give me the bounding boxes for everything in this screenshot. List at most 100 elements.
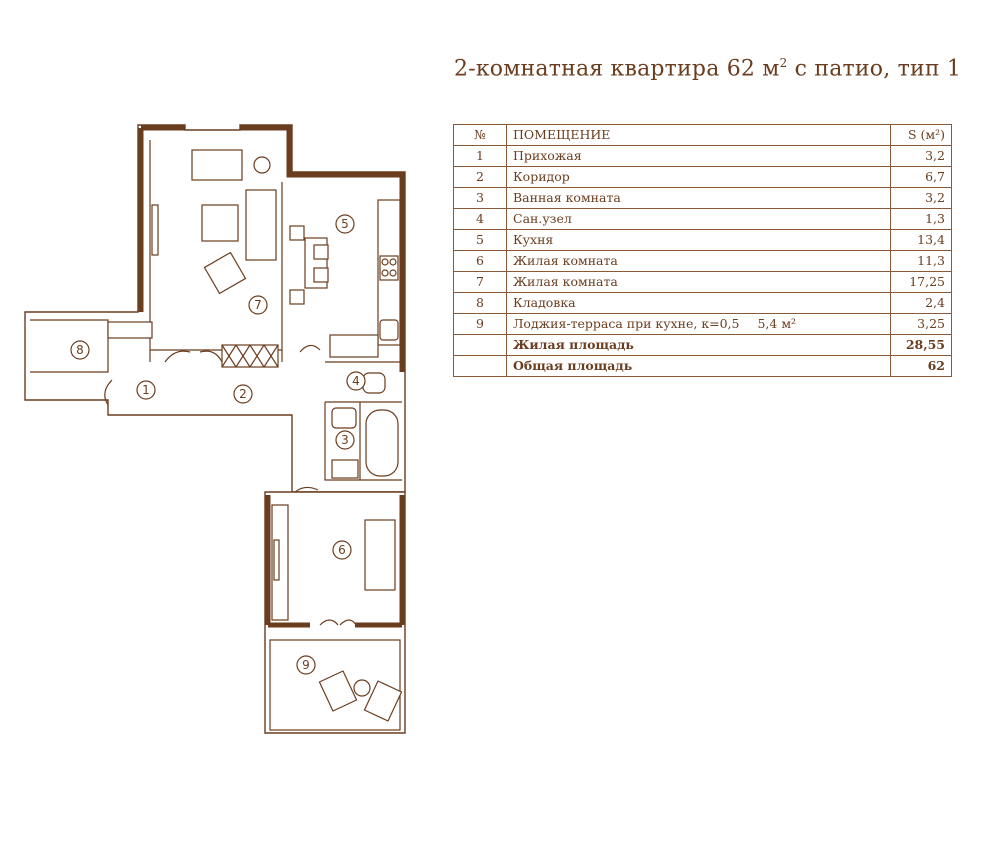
- row-name-text: Лоджия-терраса при кухне, к=0,5: [513, 316, 740, 331]
- title-text: 2-комнатная квартира 62 м: [454, 56, 780, 82]
- total-area: 28,55: [890, 334, 952, 356]
- toilet: [362, 372, 386, 394]
- table-row: 8 Кладовка 2,4: [453, 292, 952, 314]
- armchair-sofa: [191, 149, 243, 181]
- room-label-circle: [70, 340, 90, 360]
- room-label-5: 5: [335, 214, 355, 234]
- room-label-text: 5: [341, 217, 349, 231]
- total-row: Общая площадь 62: [453, 355, 952, 377]
- armchair: [203, 251, 247, 295]
- tv-unit: [151, 204, 159, 256]
- room-label-circle: [335, 214, 355, 234]
- room-label-circle: [296, 655, 316, 675]
- stove-burner: [389, 269, 397, 277]
- total-row: Жилая площадь 28,55: [453, 334, 952, 356]
- row-num: 2: [453, 166, 507, 188]
- room-label-3: 3: [335, 430, 355, 450]
- row-num: 3: [453, 187, 507, 209]
- row-extra-area: 5,4 м²: [757, 316, 797, 331]
- chair: [289, 225, 305, 241]
- total-name: Жилая площадь: [506, 334, 891, 356]
- room-label-circle: [335, 430, 355, 450]
- inner-walls: [30, 140, 402, 481]
- total-area: 62: [890, 355, 952, 377]
- table-header-row: № ПОМЕЩЕНИЕ S (м²): [453, 124, 952, 146]
- room-label-text: 1: [142, 383, 150, 397]
- stove-burner: [381, 269, 389, 277]
- room-label-6: 6: [332, 540, 352, 560]
- outer-wall-thick: [138, 125, 405, 372]
- rooms-table: № ПОМЕЩЕНИЕ S (м²) 1 Прихожая 3,2 2 Кори…: [453, 124, 952, 377]
- table-row: 6 Жилая комната 11,3: [453, 250, 952, 272]
- room-label-circle: [332, 540, 352, 560]
- row-area: 3,25: [890, 313, 952, 335]
- row-area: 13,4: [890, 229, 952, 251]
- table-row: 4 Сан.узел 1,3: [453, 208, 952, 230]
- table-row: 3 Ванная комната 3,2: [453, 187, 952, 209]
- room-label-text: 8: [76, 343, 84, 357]
- row-name: Кладовка: [506, 292, 891, 314]
- table-row: 7 Жилая комната 17,25: [453, 271, 952, 293]
- table-row: 2 Коридор 6,7: [453, 166, 952, 188]
- title-rest: с патио, тип 1: [787, 56, 962, 82]
- washing-machine: [331, 459, 359, 479]
- row-area: 6,7: [890, 166, 952, 188]
- total-num: [453, 334, 507, 356]
- row-num: 7: [453, 271, 507, 293]
- kitchen-sink: [379, 319, 399, 341]
- room-label-text: 4: [352, 374, 360, 388]
- chair: [313, 267, 329, 283]
- room-label-circle: [248, 295, 268, 315]
- sofa: [245, 189, 277, 261]
- header-name: ПОМЕЩЕНИЕ: [506, 124, 891, 146]
- bedroom-wall-thick: [265, 495, 405, 628]
- row-name: Лоджия-терраса при кухне, к=0,5 5,4 м²: [506, 313, 891, 335]
- stove-burner: [381, 258, 389, 266]
- row-num: 9: [453, 313, 507, 335]
- title-superscript: 2: [779, 56, 788, 70]
- room-label-text: 2: [239, 387, 247, 401]
- sun-lounger: [318, 670, 358, 712]
- table-row: 5 Кухня 13,4: [453, 229, 952, 251]
- row-area: 17,25: [890, 271, 952, 293]
- row-num: 1: [453, 145, 507, 167]
- total-name: Общая площадь: [506, 355, 891, 377]
- room-label-7: 7: [248, 295, 268, 315]
- bathtub: [365, 409, 399, 477]
- row-name: Кухня: [506, 229, 891, 251]
- room-label-text: 6: [338, 543, 346, 557]
- wardrobe: [221, 344, 279, 368]
- chair: [289, 289, 305, 305]
- page-title: 2-комнатная квартира 62 м2 с патио, тип …: [454, 56, 961, 81]
- storage-shelf: [107, 321, 153, 339]
- stove-burner: [389, 258, 397, 266]
- coffee-table: [201, 204, 239, 242]
- bed: [364, 519, 396, 591]
- room-label-text: 7: [254, 298, 262, 312]
- stove: [379, 255, 399, 281]
- header-num: №: [453, 124, 507, 146]
- header-area: S (м²): [890, 124, 952, 146]
- row-num: 5: [453, 229, 507, 251]
- floor-lamp: [253, 156, 271, 174]
- kitchen-cabinet: [329, 334, 379, 358]
- row-name: Ванная комната: [506, 187, 891, 209]
- row-area: 1,3: [890, 208, 952, 230]
- room-label-2: 2: [233, 384, 253, 404]
- bedroom-wardrobe: [271, 504, 289, 621]
- row-area: 2,4: [890, 292, 952, 314]
- row-name: Прихожая: [506, 145, 891, 167]
- room-label-text: 3: [341, 433, 349, 447]
- bath-sink: [331, 407, 357, 429]
- row-num: 6: [453, 250, 507, 272]
- row-area: 3,2: [890, 187, 952, 209]
- bedroom-tv: [273, 539, 280, 581]
- room-label-circle: [136, 380, 156, 400]
- row-num: 4: [453, 208, 507, 230]
- room-label-1: 1: [136, 380, 156, 400]
- row-name: Жилая комната: [506, 250, 891, 272]
- wardrobe-hatch: [221, 344, 279, 368]
- door-arcs: [104, 344, 357, 626]
- room-label-9: 9: [296, 655, 316, 675]
